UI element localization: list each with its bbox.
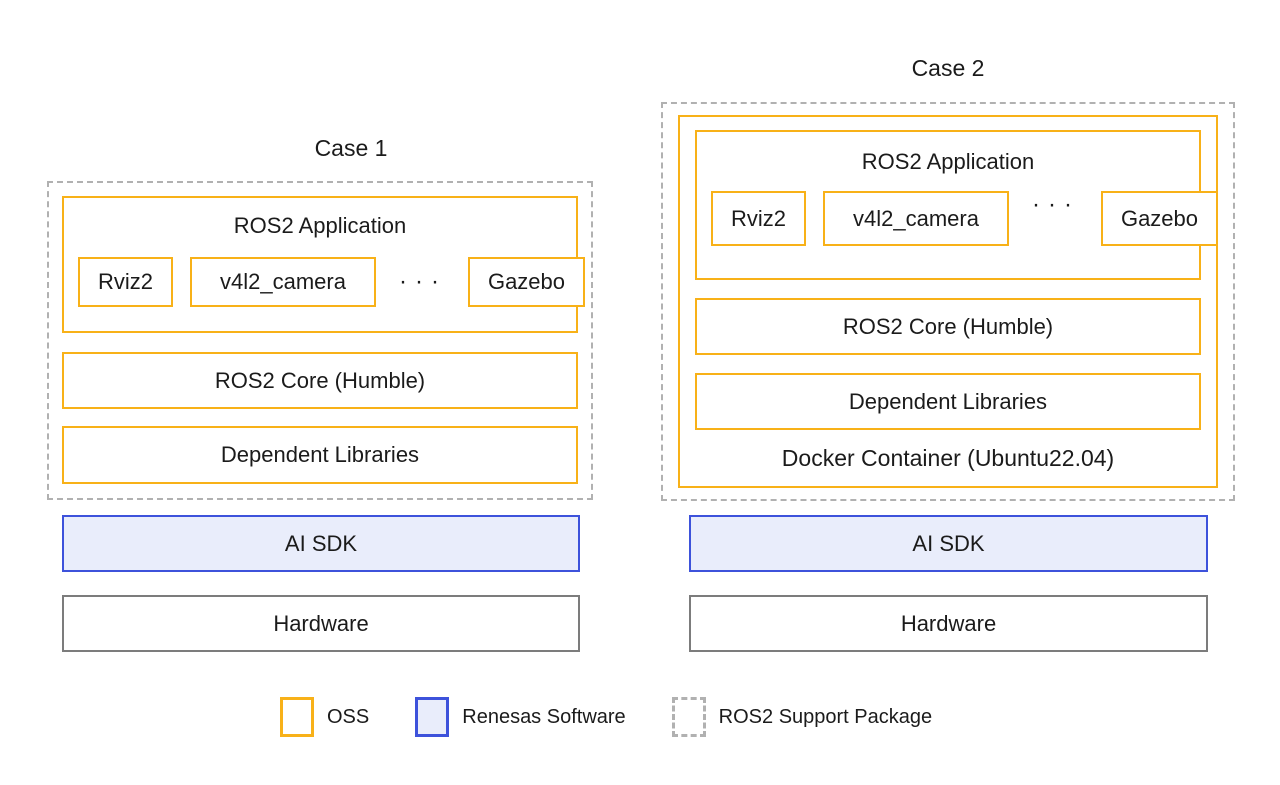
case2-title: Case 2 [911, 55, 985, 81]
case2-ellipsis-dots: ··· [1031, 191, 1080, 218]
case2-ros2-core-box: ROS2 Core (Humble) [695, 298, 1201, 355]
legend: OSS Renesas Software ROS2 Support Packag… [280, 697, 932, 737]
case1-v4l2-camera-box: v4l2_camera [190, 257, 376, 307]
case2-ai-sdk-box: AI SDK [689, 515, 1208, 572]
case2-v4l2-camera-box: v4l2_camera [823, 191, 1009, 246]
ros2-support-package-swatch-icon [671, 697, 706, 737]
oss-swatch-icon [280, 697, 314, 737]
case1-ros2-core-box: ROS2 Core (Humble) [62, 352, 578, 409]
case2-ros2-application-label: ROS2 Application [861, 149, 1035, 174]
case1-ellipsis-dots: ··· [398, 268, 447, 295]
case2-dependent-libraries-box: Dependent Libraries [695, 373, 1201, 430]
case2-docker-container-label: Docker Container (Ubuntu22.04) [781, 444, 1115, 471]
case1-dependent-libraries-box: Dependent Libraries [62, 426, 578, 484]
case1-app-components-row: Rviz2 v4l2_camera ··· Gazebo [78, 257, 586, 307]
case1-column: Case 1 ROS2 Application Rviz2 v4l2_camer… [47, 0, 593, 652]
legend-item-renesas-software: Renesas Software [415, 697, 626, 737]
case1-rviz2-box: Rviz2 [78, 257, 174, 307]
case1-ai-sdk-box: AI SDK [62, 515, 580, 572]
case1-ros2-application-label: ROS2 Application [233, 213, 407, 238]
case2-ros2-application-box: ROS2 Application Rviz2 v4l2_camera ··· G… [695, 130, 1219, 280]
case2-app-components-row: Rviz2 v4l2_camera ··· Gazebo [711, 191, 1219, 246]
case2-ros2-support-package-box: ROS2 Application Rviz2 v4l2_camera ··· G… [661, 102, 1235, 501]
legend-support-label: ROS2 Support Package [718, 706, 933, 728]
case1-ros2-application-box: ROS2 Application Rviz2 v4l2_camera ··· G… [62, 196, 586, 333]
case2-column: Case 2 ROS2 Application Rviz2 v4l2_camer… [661, 0, 1235, 652]
case2-gazebo-box: Gazebo [1100, 191, 1219, 246]
renesas-software-swatch-icon [415, 697, 450, 737]
case1-ros2-support-package-box: ROS2 Application Rviz2 v4l2_camera ··· G… [47, 181, 593, 500]
legend-oss-label: OSS [327, 706, 370, 728]
case2-rviz2-box: Rviz2 [711, 191, 807, 246]
case1-title: Case 1 [314, 135, 388, 161]
case1-gazebo-box: Gazebo [467, 257, 586, 307]
legend-item-oss: OSS [280, 697, 369, 737]
legend-item-ros2-support-package: ROS2 Support Package [671, 697, 933, 737]
case2-docker-container-box: ROS2 Application Rviz2 v4l2_camera ··· G… [678, 115, 1219, 488]
case1-hardware-box: Hardware [62, 595, 580, 652]
legend-renesas-label: Renesas Software [462, 706, 626, 728]
case2-hardware-box: Hardware [689, 595, 1208, 652]
